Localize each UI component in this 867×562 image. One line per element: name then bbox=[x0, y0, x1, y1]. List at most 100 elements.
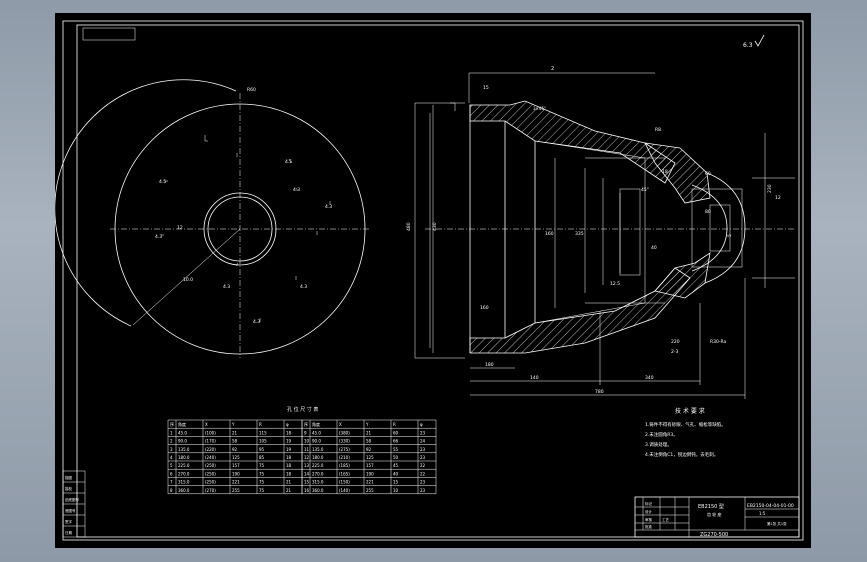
hole-marks bbox=[161, 135, 331, 322]
dim-left-offset: 180 bbox=[485, 362, 494, 368]
tech-note-2: 2.未注圆角R3。 bbox=[645, 431, 678, 438]
table-cell-left-0-1: 45.0 bbox=[178, 430, 187, 435]
table-cell-right-7-1: 360.0 bbox=[312, 488, 324, 493]
table-cell-left-0-0: 1 bbox=[170, 430, 173, 435]
table-cell-left-3-5: 18 bbox=[286, 455, 292, 460]
table-cell-right-6-5: 23 bbox=[420, 480, 426, 485]
table-cell-right-0-3: 21 bbox=[366, 430, 372, 435]
table-cell-right-2-0: 11 bbox=[304, 447, 310, 452]
table-cell-right-2-1: 135.0 bbox=[312, 447, 324, 452]
dim-angle: 12 bbox=[775, 195, 781, 201]
dim-bore: 335 bbox=[575, 231, 584, 237]
table-cell-left-1-5: 19 bbox=[286, 439, 292, 444]
table-cell-right-2-4: 55 bbox=[393, 447, 399, 452]
tb-row-4: 工艺 bbox=[662, 517, 670, 522]
table-cell-left-5-5: 18 bbox=[286, 471, 292, 476]
dim-length-b: 340 bbox=[645, 375, 654, 381]
table-cell-right-7-3: 255 bbox=[366, 488, 374, 493]
hatch-right-bottom bbox=[654, 252, 711, 299]
table-cell-right-5-3: 190 bbox=[366, 471, 374, 476]
dim-side-a: 60 bbox=[705, 171, 711, 177]
strip-6: 日期 bbox=[65, 530, 72, 535]
table-cell-right-5-0: 14 bbox=[304, 471, 310, 476]
table-cell-right-1-1: 90.0 bbox=[312, 439, 321, 444]
table-cell-left-7-3: 255 bbox=[232, 488, 240, 493]
table-header-left-3: Y bbox=[231, 422, 235, 427]
dim-right-small: 5 bbox=[727, 234, 733, 237]
table-cell-left-7-1: 360.0 bbox=[178, 488, 190, 493]
table-header-left-0: 序 bbox=[170, 421, 174, 427]
table-cell-right-0-0: 9 bbox=[304, 430, 307, 435]
corner-box bbox=[82, 27, 136, 41]
table-cell-left-0-4: 115 bbox=[259, 430, 267, 435]
table-cell-right-0-2: (380) bbox=[339, 430, 350, 435]
tb-material: ZG270-500 bbox=[700, 532, 728, 538]
table-cell-left-5-4: 75 bbox=[259, 471, 265, 476]
table-header-left-5: φ bbox=[286, 422, 289, 427]
table-header-right-1: 角度 bbox=[312, 421, 320, 427]
table-cell-right-1-0: 10 bbox=[304, 439, 310, 444]
dim-bottom-left: 160 bbox=[480, 305, 489, 311]
table-cell-left-7-2: (270) bbox=[205, 488, 216, 493]
table-cell-right-0-4: 60 bbox=[393, 430, 399, 435]
table-cell-left-2-1: 135.0 bbox=[178, 447, 190, 452]
table-cell-left-6-0: 7 bbox=[170, 480, 173, 485]
table-cell-right-1-3: 58 bbox=[366, 439, 372, 444]
dim-cone-angle: 45° bbox=[641, 187, 649, 193]
table-cell-left-1-2: (170) bbox=[205, 439, 216, 444]
outer-arc bbox=[54, 79, 237, 327]
tb-row-5: 批准 bbox=[645, 524, 653, 529]
table-title: 孔 位 尺 寸 表 bbox=[287, 406, 318, 413]
table-cell-left-4-3: 157 bbox=[232, 463, 240, 468]
table-cell-right-3-1: 180.0 bbox=[312, 455, 324, 460]
bore-label: 10.0 bbox=[183, 277, 193, 283]
table-header-right-4: R bbox=[393, 422, 396, 427]
section-view: 2 15 3×45° 480 430 bbox=[406, 66, 795, 399]
top-view: R60 12 4.5 4.5 4.3 4.3 4.3 4.3 4.3 4.3 1… bbox=[54, 79, 370, 358]
tech-note-3: 3.调质处理。 bbox=[645, 441, 672, 448]
hole-label-f: 4.3 bbox=[223, 284, 230, 290]
table-cell-right-5-4: 40 bbox=[393, 471, 399, 476]
table-cell-left-4-4: 75 bbox=[259, 463, 265, 468]
table-cell-left-2-0: 3 bbox=[170, 447, 173, 452]
table-cell-right-4-0: 13 bbox=[304, 463, 310, 468]
tb-sheet: 第1张 共1张 bbox=[767, 521, 787, 526]
table-cell-right-2-2: (275) bbox=[339, 447, 350, 452]
table-cell-left-4-1: 225.0 bbox=[178, 463, 190, 468]
table-cell-left-5-0: 6 bbox=[170, 471, 173, 476]
table-cell-right-1-2: (330) bbox=[339, 439, 350, 444]
table-cell-left-4-2: (250) bbox=[205, 463, 216, 468]
hole-label-e: 4.3 bbox=[155, 234, 162, 240]
table-cell-right-3-4: 50 bbox=[393, 455, 399, 460]
title-block: 标记 设计 审核 工艺 批准 EB2150 型 齿 轮 座 EB2150-04-… bbox=[634, 496, 800, 538]
dim-length-a: 140 bbox=[530, 375, 539, 381]
table-cell-left-2-2: (220) bbox=[205, 447, 216, 452]
hatch-top-wall bbox=[469, 100, 676, 184]
radius-label: R60 bbox=[247, 87, 256, 93]
table-cell-right-5-5: 22 bbox=[420, 471, 426, 476]
tech-title: 技 术 要 求 bbox=[675, 407, 705, 415]
table-cell-right-3-3: 125 bbox=[366, 455, 374, 460]
table-cell-left-3-3: 125 bbox=[232, 455, 240, 460]
cad-drawing: 6.3 R60 12 4.5 4.5 4.3 4.3 4.3 4.3 4.3 4… bbox=[54, 20, 804, 541]
strip-5: 签字 bbox=[65, 519, 72, 524]
dim-side-b: 80 bbox=[705, 209, 711, 215]
hole-label-g: 4.3 bbox=[300, 284, 307, 290]
table-cell-left-4-0: 5 bbox=[170, 463, 173, 468]
table-cell-right-2-3: 92 bbox=[366, 447, 372, 452]
tb-row-3: 审核 bbox=[645, 517, 653, 522]
dim-outer-dia: 480 bbox=[406, 222, 412, 231]
dim-total-label: 2 bbox=[551, 66, 554, 72]
hole-label-a: 4.5 bbox=[159, 179, 166, 185]
table-cell-left-0-3: 21 bbox=[232, 430, 238, 435]
outer-curve bbox=[704, 172, 746, 284]
table-cell-right-3-5: 23 bbox=[420, 455, 426, 460]
table-header-right-5: φ bbox=[420, 422, 423, 427]
table-cell-right-6-4: 15 bbox=[393, 480, 399, 485]
table-cell-left-2-3: 92 bbox=[232, 447, 238, 452]
table-cell-right-6-3: 221 bbox=[366, 480, 374, 485]
dim-right-a: 220 bbox=[671, 339, 680, 345]
table-cell-right-7-0: 16 bbox=[304, 488, 310, 493]
tech-note-1: 1.铸件不得有砂眼、气孔、缩松等缺陷。 bbox=[645, 421, 726, 428]
table-cell-right-4-5: 22 bbox=[420, 463, 426, 468]
